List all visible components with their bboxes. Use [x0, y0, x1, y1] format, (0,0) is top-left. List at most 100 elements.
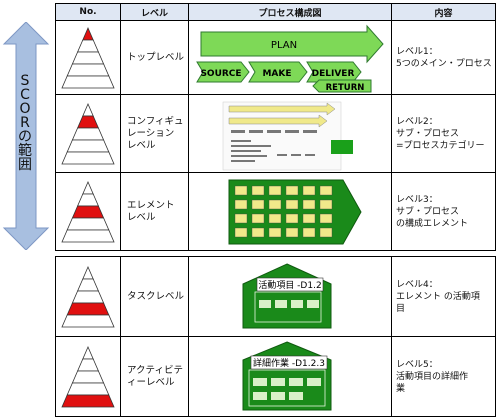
- text-line: レベル2：: [396, 116, 438, 127]
- pyramid-tier: [82, 345, 94, 359]
- text-line: 5つのメイン・プロセス: [396, 58, 492, 69]
- pyramid-icon: [61, 265, 115, 327]
- scope-glyph: の: [18, 129, 32, 145]
- pyramid-tier: [66, 139, 110, 152]
- diagram-cell: [188, 94, 392, 173]
- text-line: レベル3：: [396, 194, 438, 205]
- text-line: エレメント: [127, 199, 175, 211]
- element-box: [251, 213, 265, 223]
- pyramid-tier: [82, 26, 94, 40]
- element-box: [302, 185, 316, 195]
- element-box: [285, 185, 299, 195]
- scope-glyph: 囲: [18, 157, 32, 173]
- pyramid-tier: [82, 180, 94, 194]
- pyramid-cell: [55, 256, 121, 337]
- pyramid-tier: [76, 278, 100, 291]
- pyramid-cell: [55, 20, 121, 95]
- pyramid-tier: [61, 151, 115, 164]
- element-box: [268, 227, 282, 237]
- make-label: MAKE: [262, 69, 291, 79]
- text-line: エレメント の活動項: [396, 291, 480, 302]
- table-row-level2: コンフィギュレーションレベル レベル2：サブ・プロセス=プロセスカテゴリー: [55, 94, 496, 173]
- scope-glyph: R: [20, 115, 30, 131]
- element-box: [302, 213, 316, 223]
- pyramid-tier: [66, 217, 110, 230]
- scope-glyph: O: [19, 101, 31, 117]
- element-box: [319, 185, 333, 195]
- scor-levels-table-upper: No. レベル プロセス構成図 内容 トップレベル PLAN SOURCE MA…: [55, 3, 496, 251]
- pyramid-icon: [61, 102, 115, 164]
- diagram-cell: PLAN SOURCE MAKE DELIVER RETURN: [188, 20, 392, 95]
- pyramid-cell: [55, 172, 121, 251]
- element-box: [319, 213, 333, 223]
- diagram-cell: 活動項目 -D1.2: [188, 256, 392, 337]
- element-box: [268, 185, 282, 195]
- element-box: [302, 199, 316, 209]
- header-diagram: プロセス構成図: [188, 3, 392, 21]
- level-name: タスクレベル: [120, 256, 189, 337]
- level-name: エレメントレベル: [120, 172, 189, 251]
- activity-diagram-title: 詳細作業 -D1.2.3: [253, 357, 325, 369]
- pyramid-tier: [61, 394, 115, 407]
- element-box: [251, 185, 265, 195]
- pyramid-tier: [61, 75, 115, 88]
- scope-glyph: S: [20, 73, 30, 89]
- deliver-label: DELIVER: [312, 69, 355, 79]
- level-name: トップレベル: [120, 20, 189, 95]
- pyramid-tier: [71, 290, 105, 303]
- text-line: レベル: [127, 139, 156, 151]
- element-box: [234, 185, 248, 195]
- element-box: [234, 227, 248, 237]
- table-row-level4: タスクレベル 活動項目 -D1.2 レベル4：エレメント の活動項目: [55, 256, 496, 337]
- pyramid-tier: [76, 115, 100, 128]
- level-description: レベル4：エレメント の活動項目: [391, 256, 496, 337]
- text-line: レベル: [127, 211, 156, 223]
- text-line: の構成エレメント: [396, 218, 469, 229]
- pyramid-tier: [76, 193, 100, 206]
- text-line: コンフィギュ: [127, 115, 184, 127]
- plan-label: PLAN: [271, 40, 297, 51]
- diagram-cell: [188, 172, 392, 251]
- text-line: 目: [396, 303, 406, 314]
- element-box: [302, 227, 316, 237]
- element-box: [251, 199, 265, 209]
- table-row-level3: エレメントレベル レベル3：サブ・プロセスの構成エレメント: [55, 172, 496, 251]
- level-name: アクティビティーレベル: [120, 336, 189, 417]
- text-line: サブ・プロセス: [396, 128, 460, 139]
- element-box: [268, 213, 282, 223]
- pyramid-tier: [71, 205, 105, 218]
- scope-glyph: 範: [18, 143, 32, 159]
- text-line: レベル1：: [396, 46, 438, 57]
- return-label: RETURN: [326, 83, 365, 93]
- table-row-level5: アクティビティーレベル 詳細作業 -D1.2.3 レベル5：活動項目の詳細作業: [55, 336, 496, 417]
- element-box: [234, 199, 248, 209]
- element-box: [285, 227, 299, 237]
- pyramid-tier: [76, 39, 100, 52]
- text-line: 業: [396, 383, 406, 394]
- pyramid-cell: [55, 94, 121, 173]
- level-description: レベル1：5つのメイン・プロセス: [391, 20, 496, 95]
- level3-element-diagram: [228, 179, 362, 244]
- element-box: [319, 199, 333, 209]
- pyramid-tier: [82, 102, 94, 116]
- pyramid-icon: [61, 180, 115, 242]
- element-box: [268, 199, 282, 209]
- text-line: ィーレベル: [127, 376, 175, 388]
- text-line: トップレベル: [127, 51, 185, 63]
- pyramid-tier: [61, 229, 115, 242]
- pyramid-tier: [71, 51, 105, 64]
- pyramid-tier: [66, 302, 110, 315]
- level-description: レベル5：活動項目の詳細作業: [391, 336, 496, 417]
- task-diagram-title: 活動項目 -D1.2: [258, 279, 321, 291]
- pyramid-tier: [66, 382, 110, 395]
- level-description: レベル3：サブ・プロセスの構成エレメント: [391, 172, 496, 251]
- pyramid-tier: [76, 358, 100, 371]
- level1-process-diagram: PLAN SOURCE MAKE DELIVER RETURN: [196, 24, 384, 93]
- table-row-level1: トップレベル PLAN SOURCE MAKE DELIVER RETURN レ…: [55, 20, 496, 95]
- text-line: =プロセスカテゴリー: [396, 140, 485, 151]
- element-box: [319, 227, 333, 237]
- header-content: 内容: [391, 3, 496, 21]
- element-box: [251, 227, 265, 237]
- text-line: タスクレベル: [127, 290, 185, 302]
